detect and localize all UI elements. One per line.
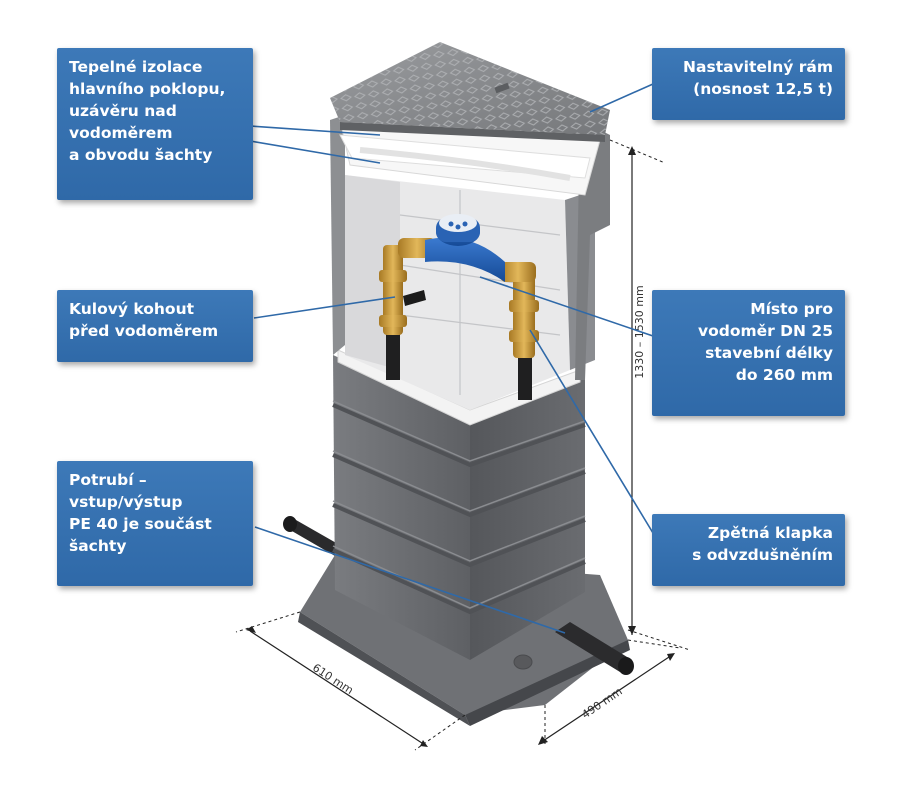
leader-ball-valve <box>253 296 396 319</box>
water-meter <box>425 214 505 282</box>
leader-check-valve <box>529 329 654 534</box>
outlet-pipe <box>555 622 634 675</box>
riser-pipes <box>386 330 532 400</box>
label-meter-place: Místo pro vodoměr DN 25 stavební délky d… <box>652 290 845 416</box>
main-lid <box>330 42 610 142</box>
leader-pipe <box>254 526 566 634</box>
leader-meter-place <box>479 276 654 337</box>
label-insulation: Tepelné izolace hlavního poklopu, uzávěr… <box>57 48 253 200</box>
label-pipe: Potrubí – vstup/výstup PE 40 je součást … <box>57 461 253 586</box>
inlet-pipe <box>283 516 345 556</box>
shaft-body <box>332 349 586 660</box>
label-frame: Nastavitelný rám (nosnost 12,5 t) <box>652 48 845 120</box>
leader-insulation-2 <box>249 140 381 164</box>
leader-lines <box>249 83 654 634</box>
label-check-valve: Zpětná klapka s odvzdušněním <box>652 514 845 586</box>
label-ball-valve: Kulový kohout před vodoměrem <box>57 290 253 362</box>
depth-dimension-label: 490 mm <box>579 685 624 721</box>
leader-insulation-1 <box>249 125 381 136</box>
width-dimension-label: 610 mm <box>310 661 356 697</box>
leader-frame <box>589 83 654 113</box>
